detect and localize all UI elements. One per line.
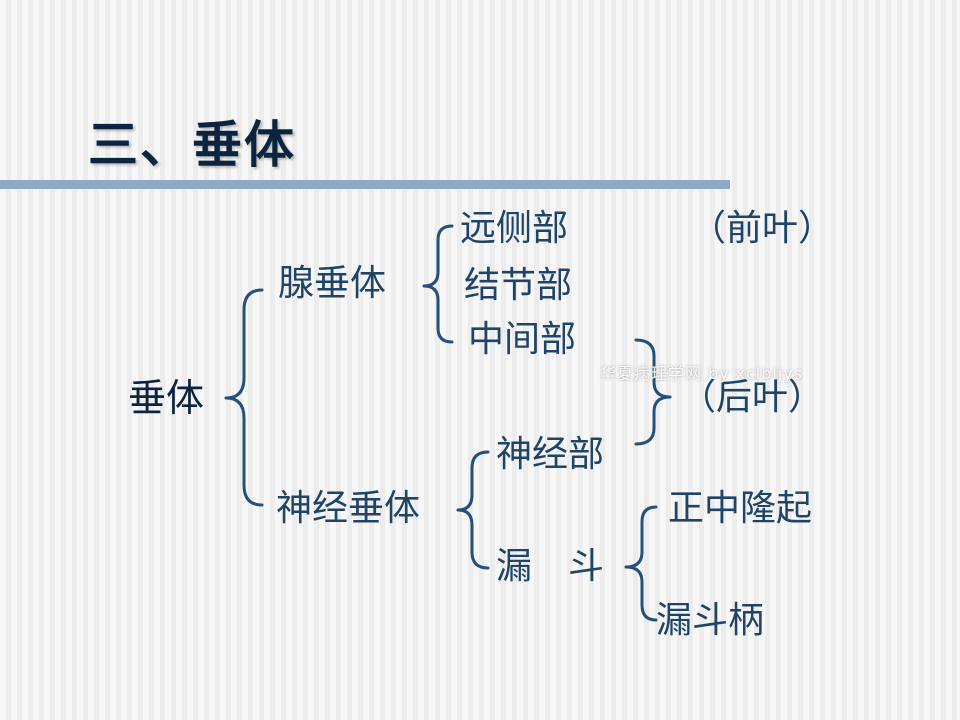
posterior-lobe-note: （后叶） <box>680 377 825 418</box>
anterior-lobe-note: （前叶） <box>690 208 835 249</box>
pars-nervosa-label: 神经部 <box>496 434 605 475</box>
posterior-brace <box>634 338 672 446</box>
pars-intermedia-label: 中间部 <box>468 319 577 360</box>
root-node: 垂体 <box>128 376 205 420</box>
neuro-brace <box>456 450 490 570</box>
infundibulum-brace <box>624 505 658 622</box>
median-eminence-label: 正中隆起 <box>668 488 813 529</box>
slide-title: 三、垂体 <box>88 115 296 174</box>
root-brace <box>224 288 264 507</box>
pars-tuberalis-label: 结节部 <box>464 265 573 306</box>
infundibular-stalk-label: 漏斗柄 <box>656 600 765 641</box>
adenohypophysis-label: 腺垂体 <box>278 263 387 304</box>
infundibulum-label: 漏 斗 <box>496 546 605 587</box>
watermark-text: 华夏病理学网 by xclbljys <box>600 364 804 383</box>
adeno-brace <box>422 224 454 344</box>
neurohypophysis-label: 神经垂体 <box>276 488 421 529</box>
title-underline <box>0 180 730 189</box>
pars-distalis-label: 远侧部 <box>460 208 569 249</box>
